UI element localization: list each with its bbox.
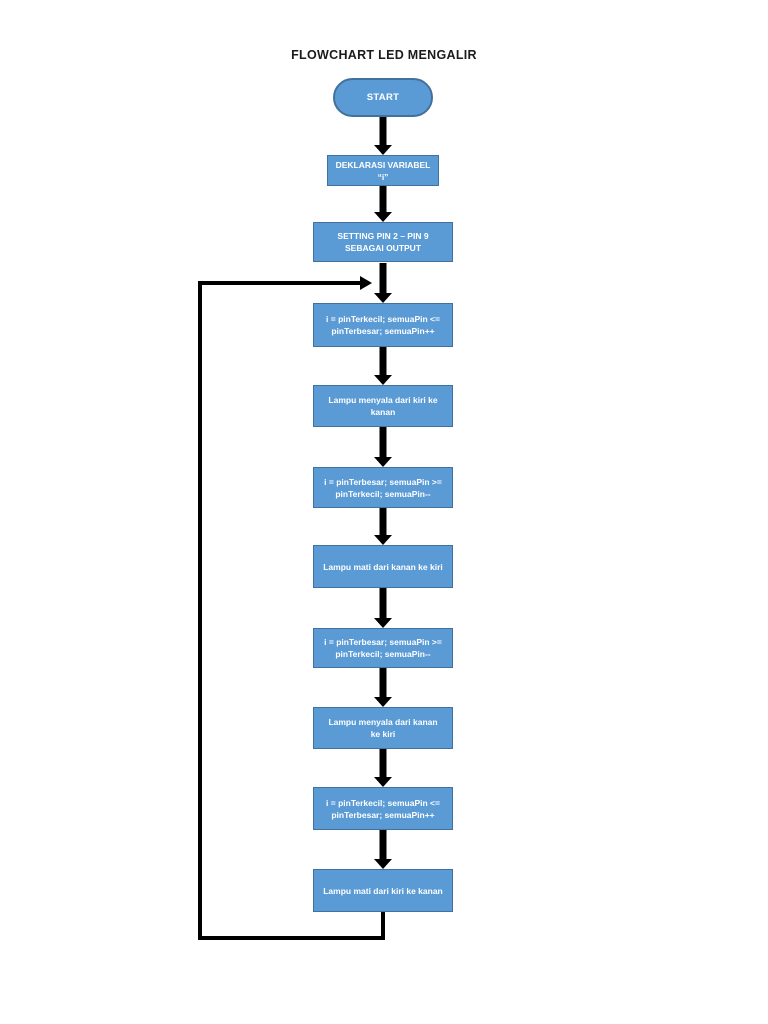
arrow-down-icon	[374, 186, 392, 222]
arrow-down-icon	[374, 427, 392, 467]
arrow-shaft	[379, 749, 387, 778]
flow-node-label: DEKLARASI VARIABEL	[335, 159, 431, 170]
arrow-down-icon	[374, 117, 392, 155]
arrow-shaft	[379, 668, 387, 698]
flow-node-label: i = pinTerbesar; semuaPin >=	[324, 637, 442, 647]
flow-node-label: i = pinTerbesar; semuaPin >=	[324, 476, 442, 487]
flow-node-label: pinTerbesar; semuaPin++	[331, 326, 435, 336]
arrow-down-icon	[374, 263, 392, 303]
flow-node-label: Lampu mati dari kanan ke kiri	[323, 561, 443, 572]
arrowhead-icon	[374, 859, 392, 869]
arrowhead-icon	[374, 697, 392, 707]
arrow-shaft	[379, 830, 387, 860]
arrow-down-icon	[374, 508, 392, 545]
arrowhead-icon	[374, 535, 392, 545]
flow-node-nyala-kiri-ke-kanan: Lampu menyala dari kiri ke kanan	[313, 385, 453, 427]
flow-node-loop-turun-2: i = pinTerbesar; semuaPin >= pinTerkecil…	[313, 628, 453, 668]
flow-node-loop-naik-1: i = pinTerkecil; semuaPin <= pinTerbesar…	[313, 303, 453, 347]
arrow-down-icon	[374, 749, 392, 787]
arrow-shaft	[379, 427, 387, 458]
arrow-down-icon	[374, 588, 392, 628]
arrow-down-icon	[374, 668, 392, 707]
flow-node-label: kanan	[370, 407, 396, 417]
arrowhead-icon	[374, 212, 392, 222]
flow-node-label: i = pinTerkecil; semuaPin <=	[326, 314, 440, 324]
flow-node-nyala-kanan-ke-kiri: Lampu menyala dari kanan ke kiri	[313, 707, 453, 749]
page-title: FLOWCHART LED MENGALIR	[291, 48, 477, 62]
arrow-down-icon	[374, 347, 392, 385]
flow-node-label: ke kiri	[370, 729, 396, 739]
flow-node-loop-naik-2: i = pinTerkecil; semuaPin <= pinTerbesar…	[313, 787, 453, 830]
arrowhead-icon	[374, 457, 392, 467]
flow-node-label: Lampu mati dari kiri ke kanan	[323, 885, 443, 896]
flow-node-label: “i”	[377, 171, 389, 182]
flow-node-label: SETTING PIN 2 – PIN 9	[337, 231, 429, 241]
flow-node-deklarasi-variabel: DEKLARASI VARIABEL “i”	[327, 155, 439, 186]
flow-node-label: i = pinTerkecil; semuaPin <=	[326, 797, 440, 808]
arrow-shaft	[379, 263, 387, 294]
flow-node-label: SEBAGAI OUTPUT	[344, 243, 422, 253]
flow-node-mati-kiri-ke-kanan: Lampu mati dari kiri ke kanan	[313, 869, 453, 912]
arrow-shaft	[379, 508, 387, 536]
flow-node-mati-kanan-ke-kiri: Lampu mati dari kanan ke kiri	[313, 545, 453, 588]
flow-node-label: Lampu menyala dari kanan	[328, 717, 438, 727]
loop-line-top	[198, 281, 360, 285]
loop-line-bottom	[198, 936, 385, 940]
flow-node-label: START	[366, 91, 400, 103]
flow-node-label: pinTerkecil; semuaPin--	[335, 488, 431, 499]
arrow-shaft	[379, 588, 387, 619]
flow-node-start: START	[333, 78, 433, 117]
loop-line-down	[381, 912, 385, 938]
flow-node-loop-turun-1: i = pinTerbesar; semuaPin >= pinTerkecil…	[313, 467, 453, 508]
arrow-down-icon	[374, 830, 392, 869]
loop-line-left	[198, 281, 202, 940]
arrowhead-icon	[374, 293, 392, 303]
loop-arrowhead-icon	[360, 276, 372, 290]
flow-node-label: pinTerbesar; semuaPin++	[331, 809, 435, 820]
arrowhead-icon	[374, 777, 392, 787]
arrowhead-icon	[374, 375, 392, 385]
arrowhead-icon	[374, 618, 392, 628]
arrow-shaft	[379, 186, 387, 213]
arrow-shaft	[379, 347, 387, 376]
flow-node-setting-pin-output: SETTING PIN 2 – PIN 9 SEBAGAI OUTPUT	[313, 222, 453, 262]
flow-node-label: pinTerkecil; semuaPin--	[335, 649, 431, 659]
arrowhead-icon	[374, 145, 392, 155]
flow-node-label: Lampu menyala dari kiri ke	[328, 395, 438, 405]
arrow-shaft	[379, 117, 387, 146]
